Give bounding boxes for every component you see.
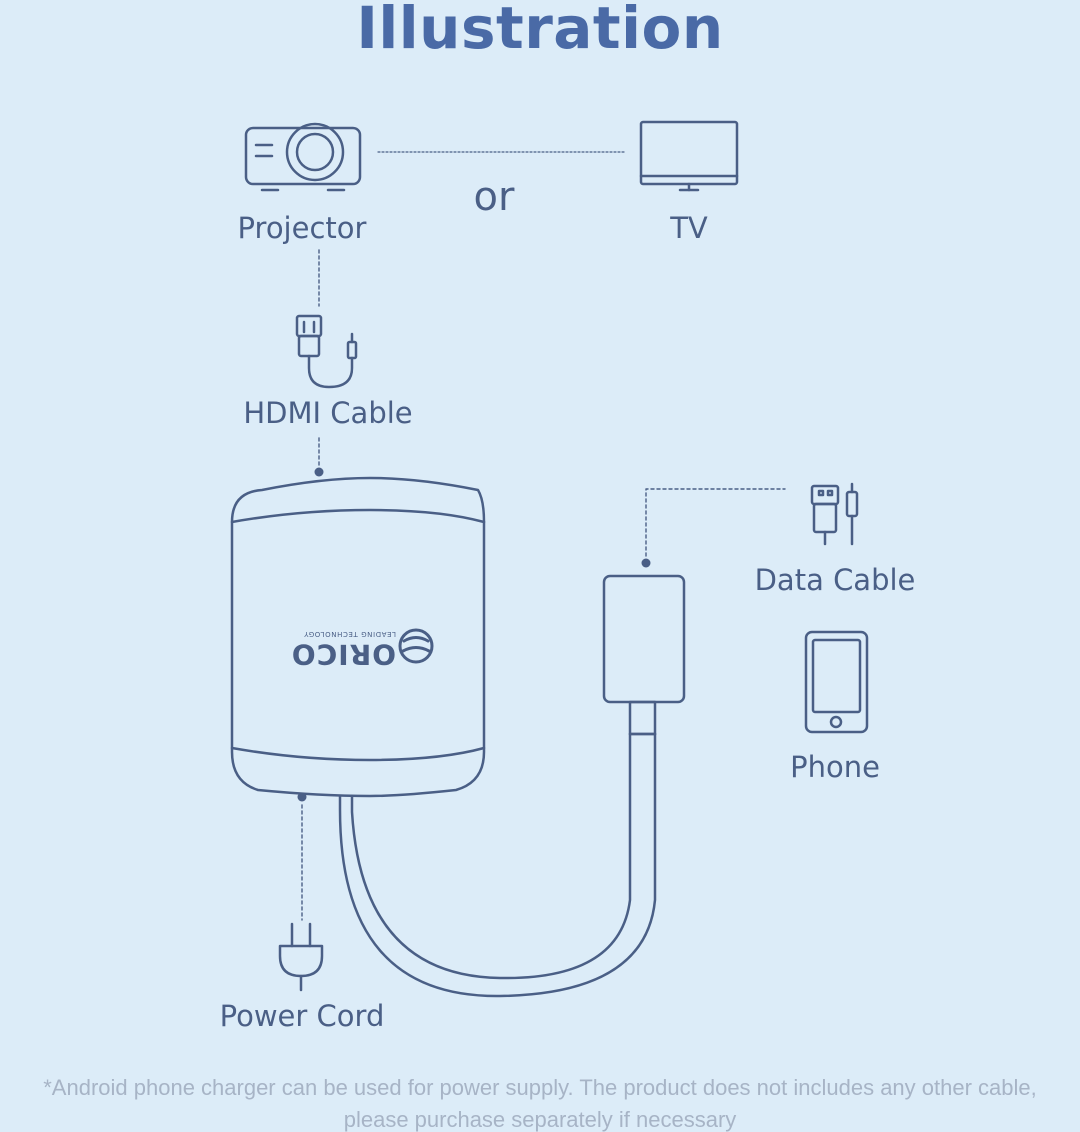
footnote-line-2: please purchase separately if necessary — [343, 1107, 737, 1132]
hdmi-cable-icon — [295, 314, 358, 389]
footnote: *Android phone charger can be used for p… — [0, 1072, 1080, 1132]
tv-label: TV — [670, 211, 708, 245]
device-cable-outer — [338, 732, 657, 998]
orico-logo-icon — [398, 628, 434, 664]
tv-icon — [639, 120, 739, 192]
cable-connector — [602, 574, 686, 704]
page-title: Illustration — [356, 0, 724, 62]
projector-icon — [244, 122, 362, 192]
adapter-device — [230, 476, 486, 798]
power-cord-label: Power Cord — [219, 999, 385, 1033]
data-cable-icon — [810, 482, 859, 546]
device-cable-inner — [350, 732, 632, 980]
brand-name: ORICO — [290, 638, 396, 671]
footnote-line-1: *Android phone charger can be used for p… — [43, 1075, 1037, 1100]
hdmi-cable-label: HDMI Cable — [243, 396, 413, 430]
projector-label: Projector — [237, 211, 367, 245]
device-brand: ORICO LEADING TECHNOLOGY — [282, 630, 396, 671]
power-plug-icon — [278, 922, 324, 992]
phone-label: Phone — [790, 750, 880, 784]
data-cable-label: Data Cable — [754, 563, 916, 597]
brand-tagline: LEADING TECHNOLOGY — [303, 630, 396, 638]
phone-icon — [804, 630, 869, 734]
or-connector-text: or — [473, 174, 515, 220]
connector-data-cable-link — [645, 488, 786, 557]
